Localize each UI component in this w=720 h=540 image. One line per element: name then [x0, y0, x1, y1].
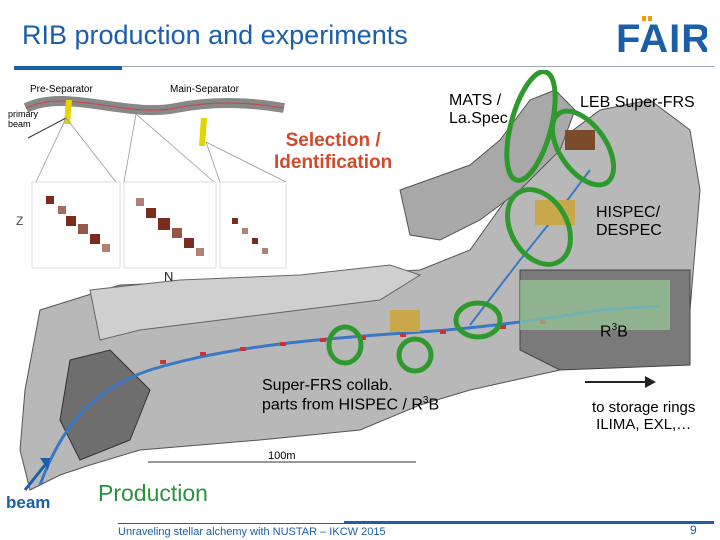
beamline — [38, 304, 661, 486]
selection-line2: Identification — [274, 151, 393, 173]
beam-arrow-head — [40, 458, 50, 470]
hispec-line1: HISPEC/ — [596, 204, 661, 221]
mats-laspec-label: MATS / La.Spec — [449, 92, 508, 129]
z-axis-label: Z — [16, 214, 24, 228]
footer-divider — [118, 523, 344, 524]
storage-line1: to storage rings — [592, 399, 696, 416]
facility-building — [89, 264, 422, 341]
slide-title: RIB production and experiments — [22, 20, 408, 50]
pre-separator-label: Pre-Separator — [30, 84, 93, 95]
north-label: N — [164, 269, 174, 284]
mats-station — [565, 130, 595, 150]
r3b-tail: B — [617, 323, 628, 341]
yellow-marker — [199, 118, 207, 146]
beam-label: beam — [6, 493, 51, 512]
hispec-despec-label: HISPEC/ DESPEC — [596, 204, 662, 241]
footer-divider-accent — [344, 521, 714, 524]
r3b-sup: 3 — [611, 322, 618, 333]
beam-arrow — [23, 464, 47, 491]
zoom-connectors — [35, 113, 287, 183]
scale-bar-label: 100m — [268, 450, 296, 462]
footer-text: Unraveling stellar alchemy with NUSTAR –… — [118, 526, 386, 538]
storage-line2: ILIMA, EXL,… — [596, 416, 692, 434]
beamline-branch — [469, 169, 591, 326]
experiment-rings — [326, 70, 617, 374]
page-number: 9 — [690, 523, 697, 537]
primary-beam-line2: beam — [8, 118, 31, 129]
mats-line1: MATS / — [449, 92, 502, 109]
logo-accent-mark — [642, 16, 646, 21]
collab-line1: Super-FRS collab. — [262, 377, 393, 394]
logo-accent-mark — [648, 16, 652, 21]
histogram-cells — [46, 196, 268, 256]
selection-identification-label: Selection / Identification — [274, 130, 392, 174]
selection-line1: Selection / — [285, 130, 381, 151]
histogram-grids — [31, 181, 287, 269]
main-separator-label: Main-Separator — [170, 84, 239, 95]
hispec-line2: DESPEC — [596, 222, 662, 240]
mats-line2: La.Spec — [449, 110, 508, 128]
primary-beam-line1: primary — [8, 109, 39, 119]
fair-logo-text: FAIR — [616, 17, 707, 61]
superfrs-collab-label: Super-FRS collab. parts from HISPEC / R3… — [262, 377, 439, 415]
selection-station — [390, 310, 420, 332]
fair-logo: FAIR — [616, 16, 707, 61]
facility-map — [19, 70, 701, 491]
separator-histogram-panel — [6, 78, 288, 274]
storage-rings-label: to storage rings ILIMA, EXL,… — [592, 399, 695, 434]
r3b-label: R3B — [600, 322, 628, 342]
collab-line2-base: parts from HISPEC / R — [262, 396, 423, 414]
r3b-cave — [520, 280, 670, 330]
collab-line2: parts from HISPEC / R3B — [262, 395, 439, 415]
primary-beam-arrow — [27, 117, 67, 139]
primary-beam-label: primary beam — [8, 109, 39, 130]
title-divider — [14, 66, 714, 67]
title-divider-accent — [14, 66, 122, 70]
leb-superfrs-label: LEB Super-FRS — [580, 94, 695, 111]
r3b-base: R — [600, 323, 612, 341]
production-label: Production — [98, 480, 208, 506]
storage-arrow-head — [645, 376, 656, 388]
collab-line2-sup: 3 — [422, 395, 429, 407]
collab-line2-tail: B — [428, 396, 440, 414]
